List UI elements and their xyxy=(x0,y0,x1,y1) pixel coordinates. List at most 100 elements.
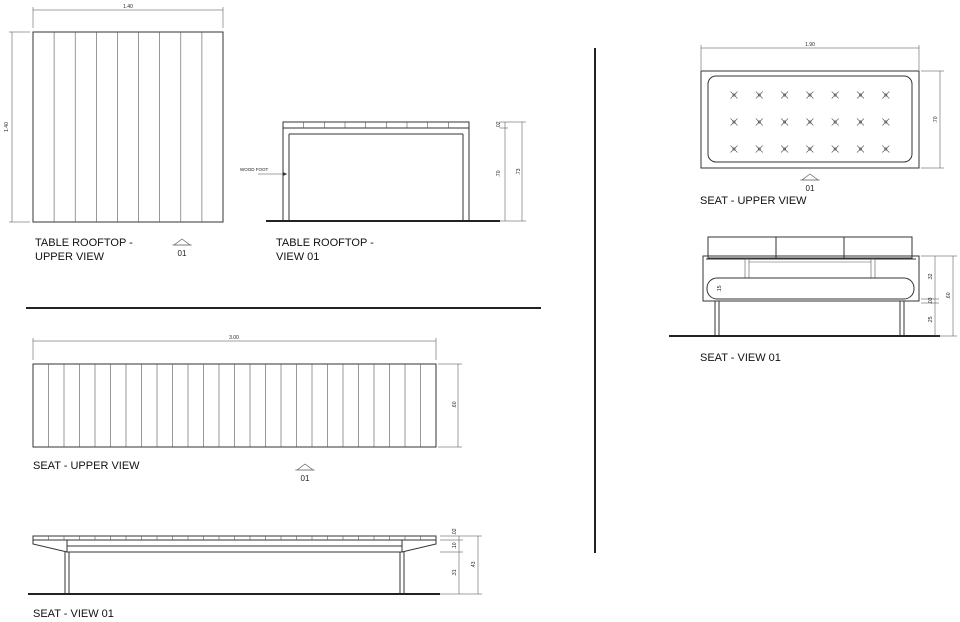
tuft-button xyxy=(755,118,764,126)
tuft-button xyxy=(730,118,738,126)
table-side-top xyxy=(282,121,470,129)
tuft-center xyxy=(884,147,888,151)
tuft-button xyxy=(806,91,814,99)
wood-foot-label: WOOD FOOT xyxy=(240,167,268,172)
tuft-center xyxy=(732,147,736,151)
tuft-center xyxy=(884,120,888,124)
tuft-stroke xyxy=(780,118,789,126)
tuft-stroke xyxy=(730,91,738,99)
tuft-center xyxy=(808,120,812,124)
tuft-button xyxy=(730,145,738,153)
tuft-center xyxy=(808,93,812,97)
sofa-right-armrest xyxy=(870,258,876,279)
tuft-stroke xyxy=(831,91,839,99)
tuft-center xyxy=(783,120,787,124)
tuft-button xyxy=(780,118,789,126)
tuft-center xyxy=(732,93,736,97)
tuft-button xyxy=(780,145,789,153)
tuft-stroke xyxy=(755,118,764,126)
tuft-button xyxy=(780,91,789,99)
tuft-center xyxy=(833,147,837,151)
bench-top-boards xyxy=(48,364,421,447)
table-view-caption-line2: VIEW 01 xyxy=(276,251,320,263)
sofa-width-dim: 1.90 xyxy=(805,42,815,48)
table-upper-caption: TABLE ROOFTOP - UPPER VIEW xyxy=(35,236,133,264)
sofa-side-frame xyxy=(702,255,920,302)
table-side-slats xyxy=(303,122,449,128)
bench-total-height-dim: .43 xyxy=(471,561,477,568)
tuft-button xyxy=(730,91,738,99)
bench-depth-dim: .60 xyxy=(452,401,458,408)
tuft-center xyxy=(858,147,862,151)
bench-upper-ref: 01 xyxy=(301,474,310,483)
bench-view-caption: SEAT - VIEW 01 xyxy=(33,608,114,620)
sofa-back-cushions xyxy=(707,236,913,259)
tuft-stroke xyxy=(882,118,890,126)
bench-top-thickness-dim: .02 xyxy=(452,528,458,535)
tuft-button xyxy=(856,145,865,153)
tuft-button xyxy=(831,118,839,126)
tuft-center xyxy=(884,93,888,97)
tuft-stroke xyxy=(730,145,738,153)
tuft-stroke xyxy=(806,91,814,99)
sofa-upper-ref: 01 xyxy=(806,184,815,193)
table-top-thickness-dim: .02 xyxy=(496,121,502,128)
sofa-left-armrest xyxy=(744,258,750,279)
sofa-cushion-outline xyxy=(707,75,913,163)
table-leg-height-dim: .70 xyxy=(496,170,502,177)
tuft-button xyxy=(755,145,764,153)
tuft-center xyxy=(858,120,862,124)
tuft-button xyxy=(755,91,764,99)
bench-width-dim: 3.00 xyxy=(229,335,239,341)
sofa-frame-outline xyxy=(700,70,920,169)
tuft-stroke xyxy=(755,91,764,99)
sofa-tufting-buttons xyxy=(730,91,890,153)
tuft-stroke xyxy=(730,118,738,126)
table-side-view: WOOD FOOT .02 .70 .73 xyxy=(240,121,526,222)
tuft-button xyxy=(806,118,814,126)
bench-side-view: .02 .10 .31 .43 xyxy=(28,528,482,595)
tuft-center xyxy=(783,93,787,97)
sofa-depth-dim: .70 xyxy=(933,116,939,123)
sofa-back-height-dim: .32 xyxy=(928,273,934,280)
tuft-button xyxy=(856,91,865,99)
tuft-stroke xyxy=(856,91,865,99)
bench-leg-height-dim: .31 xyxy=(452,569,458,576)
sofa-cushion-dim: .15 xyxy=(717,285,723,292)
tuft-stroke xyxy=(882,145,890,153)
bench-upper-caption: SEAT - UPPER VIEW xyxy=(33,460,140,472)
tuft-stroke xyxy=(780,91,789,99)
bench-upper-view: 3.00 .60 01 xyxy=(32,335,462,483)
table-view-caption: TABLE ROOFTOP - VIEW 01 xyxy=(276,236,374,264)
tuft-button xyxy=(882,118,890,126)
tuft-stroke xyxy=(806,118,814,126)
tuft-center xyxy=(757,120,761,124)
sofa-side-view: .15 .32 .03 .25 .60 xyxy=(669,236,957,337)
sofa-view-caption: SEAT - VIEW 01 xyxy=(700,352,781,364)
table-upper-caption-line1: TABLE ROOFTOP - xyxy=(35,237,133,249)
tuft-stroke xyxy=(806,145,814,153)
table-top-boards xyxy=(53,32,203,222)
table-total-height-dim: .73 xyxy=(516,168,522,175)
bench-upper-ref-marker: 01 xyxy=(295,463,315,483)
tuft-center xyxy=(783,147,787,151)
tuft-center xyxy=(833,120,837,124)
bench-right-bracket xyxy=(401,539,437,553)
tuft-button xyxy=(882,145,890,153)
tuft-stroke xyxy=(755,145,764,153)
sofa-total-height-dim: .60 xyxy=(946,292,952,299)
tuft-center xyxy=(757,147,761,151)
table-upper-ref: 01 xyxy=(178,249,187,258)
table-upper-caption-line2: UPPER VIEW xyxy=(35,251,105,263)
sofa-upper-ref-marker: 01 xyxy=(800,173,820,193)
tuft-button xyxy=(882,91,890,99)
tuft-button xyxy=(806,145,814,153)
tuft-stroke xyxy=(856,145,865,153)
tuft-center xyxy=(808,147,812,151)
tuft-stroke xyxy=(780,145,789,153)
tuft-stroke xyxy=(831,118,839,126)
table-upper-height-dim: 1.40 xyxy=(4,122,10,132)
table-view-caption-line1: TABLE ROOFTOP - xyxy=(276,237,374,249)
table-top-outline xyxy=(32,31,224,223)
bench-beam-height-dim: .10 xyxy=(452,542,458,549)
